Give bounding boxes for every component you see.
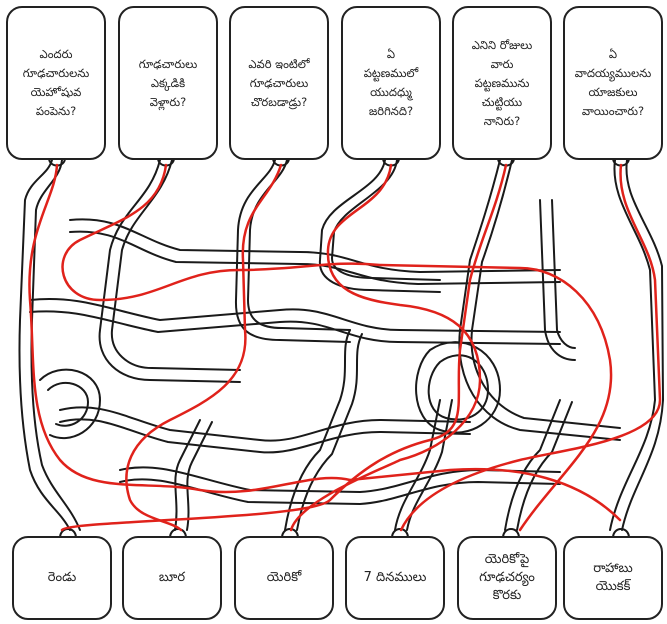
solution-path-1 [29, 165, 620, 520]
question-text-3: ఎవరి ఇంటిలో గూఢచారులు చొరబడాడ్రు? [248, 55, 309, 112]
maze-wall-23 [285, 330, 350, 530]
maze-wall-8 [332, 160, 440, 280]
maze-wall-15 [30, 299, 560, 332]
answer-box-2: బూర [122, 536, 222, 620]
maze-tunnel-walls [19, 158, 663, 538]
maze-wall-14 [70, 232, 560, 284]
question-box-4: ఏ పట్టణములో యుదధ్ము జరిగినది? [341, 6, 441, 160]
maze-wall-2 [31, 160, 80, 530]
question-text-4: ఏ పట్టణములో యుదధ్ము జరిగినది? [364, 45, 419, 121]
question-text-2: గూఢచారులు ఎక్కడికి వెళ్లారు? [139, 55, 198, 112]
question-box-5: ఎనిని రోజులు వారు పట్టణమును చుట్టియు నాన… [452, 6, 552, 160]
maze-wall-33 [40, 370, 100, 438]
answer-box-5: యెరికోపై గూఢచర్యం కొరకు [457, 536, 557, 620]
maze-wall-6 [248, 160, 350, 330]
maze-wall-17 [60, 407, 470, 440]
solution-path-3 [126, 165, 281, 530]
question-text-1: ఎందరు గూఢచారులను యెహోషువ పంపెను? [23, 45, 90, 121]
solution-path-2 [63, 165, 612, 530]
maze-wall-28 [517, 402, 572, 530]
answer-box-3: యెరికో [234, 536, 334, 620]
answer-text-4: 7 దినములు [364, 569, 427, 587]
question-text-5: ఎనిని రోజులు వారు పట్టణమును చుట్టియు నాన… [472, 36, 532, 131]
answer-box-1: రెండు [12, 536, 112, 620]
maze-wall-30 [552, 200, 575, 348]
question-box-1: ఎందరు గూఢచారులను యెహోషువ పంపెను? [6, 6, 106, 160]
answer-text-2: బూర [159, 569, 185, 587]
answer-text-5: యెరికోపై గూఢచర్యం కొరకు [479, 551, 535, 605]
maze-wall-29 [540, 200, 575, 360]
answer-text-1: రెండు [48, 569, 76, 587]
question-box-6: ఏ వాదయ్యములను యాజకులు వాయించారు? [563, 6, 663, 160]
maze-wall-10 [472, 160, 620, 428]
answer-box-6: రాహాబు యొకక్ [563, 536, 663, 620]
answer-text-6: రాహాబు యొకక్ [593, 560, 632, 596]
maze-wall-4 [112, 160, 240, 370]
answer-box-4: 7 దినములు [345, 536, 445, 620]
maze-wall-1 [19, 160, 70, 530]
maze-wall-11 [610, 160, 655, 530]
question-box-2: గూఢచారులు ఎక్కడికి వెళ్లారు? [118, 6, 218, 160]
question-text-6: ఏ వాదయ్యములను యాజకులు వాయించారు? [575, 45, 651, 121]
question-box-3: ఎవరి ఇంటిలో గూఢచారులు చొరబడాడ్రు? [229, 6, 329, 160]
answer-text-3: యెరికో [267, 569, 301, 587]
